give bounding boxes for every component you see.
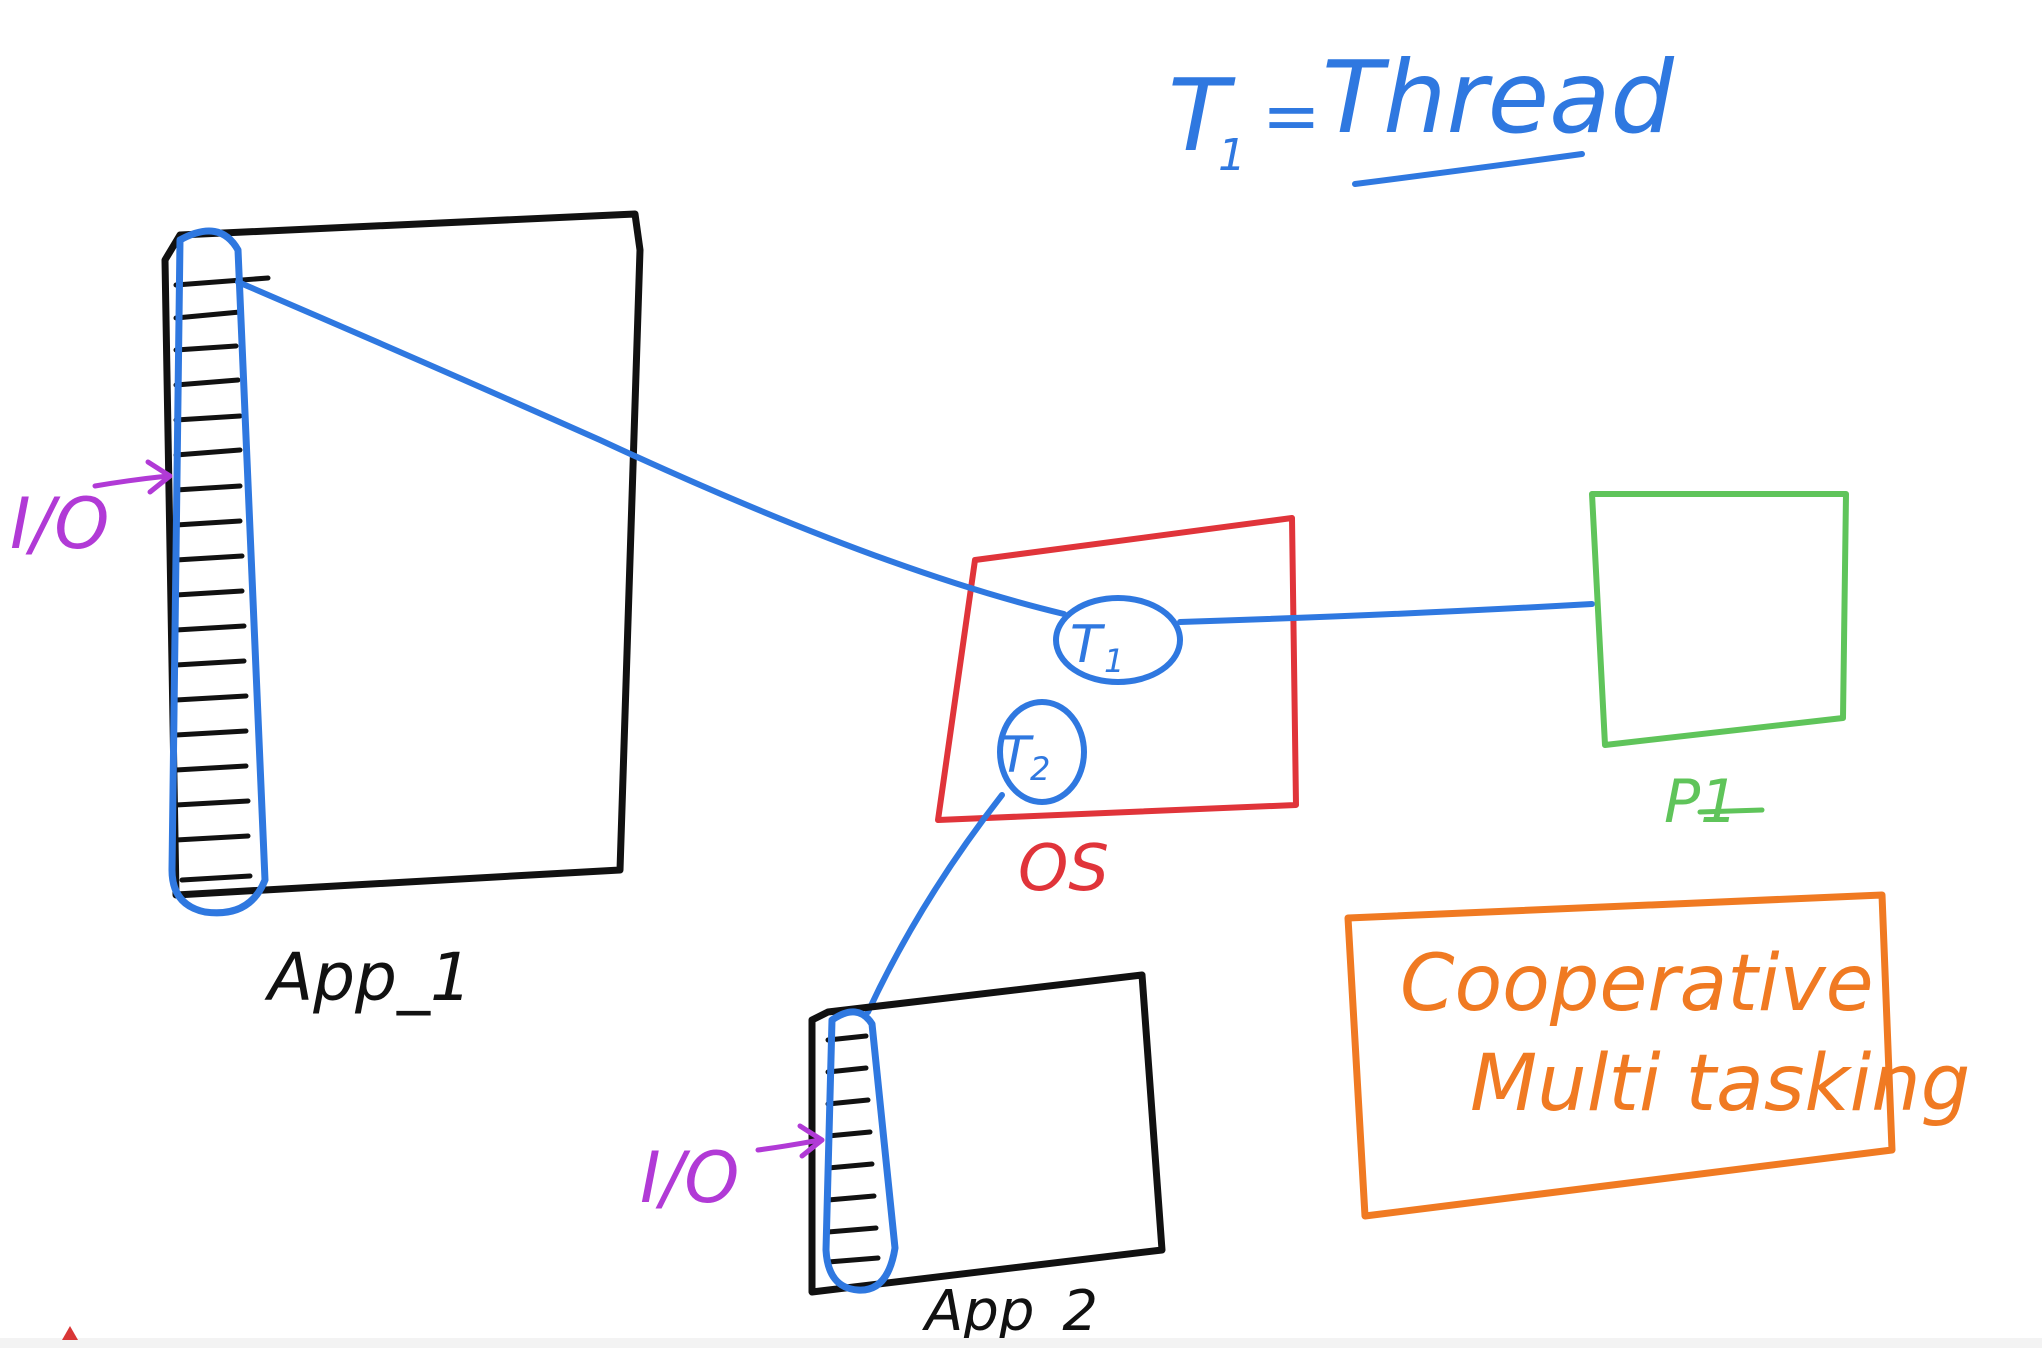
app2-label: App_2 bbox=[922, 1279, 1098, 1344]
p1-group: P1 bbox=[1589, 491, 1849, 837]
note-line1: Cooperative bbox=[1400, 939, 1874, 1029]
io-bottom-arrow-shaft bbox=[755, 1137, 823, 1153]
io-left-label: I/O bbox=[10, 483, 109, 565]
io-bottom-label: I/O bbox=[640, 1137, 739, 1219]
app2-stack bbox=[825, 1033, 881, 1265]
thread2-label: T bbox=[1000, 726, 1034, 784]
legend: T 1 = Thread bbox=[1168, 39, 1674, 187]
io-left: I/O bbox=[10, 459, 173, 565]
thread1-circle bbox=[1053, 595, 1183, 685]
thread1-subscript: 1 bbox=[1104, 642, 1124, 680]
legend-symbol: T bbox=[1168, 57, 1236, 174]
thread1-to-p1-line bbox=[1177, 601, 1595, 625]
io-bottom-arrow-head bbox=[797, 1123, 825, 1159]
app2-group: App_2 bbox=[808, 971, 1166, 1344]
p1-label: P1 bbox=[1664, 767, 1738, 837]
os-label: OS bbox=[1018, 832, 1109, 906]
app2-box bbox=[808, 971, 1166, 1296]
io-bottom: I/O bbox=[640, 1123, 825, 1219]
note-line2: Multi tasking bbox=[1470, 1039, 1970, 1129]
p1-box bbox=[1589, 491, 1849, 748]
io-left-arrow-head bbox=[145, 459, 173, 495]
io-left-arrow-shaft bbox=[92, 473, 171, 489]
app1-box bbox=[161, 210, 644, 899]
note-group: Cooperative Multi tasking bbox=[1344, 891, 1970, 1220]
thread2-subscript: 2 bbox=[1030, 750, 1050, 788]
legend-word: Thread bbox=[1322, 39, 1674, 156]
os-group: OS T 1 T 2 bbox=[935, 515, 1299, 906]
os-box bbox=[935, 515, 1299, 823]
note-box bbox=[1344, 891, 1896, 1220]
app1-thread-highlight bbox=[168, 227, 269, 917]
thread1-label: T bbox=[1070, 615, 1106, 675]
app1-label: App_1 bbox=[264, 939, 472, 1016]
legend-equals: = bbox=[1262, 75, 1321, 157]
thread2-circle bbox=[997, 699, 1087, 805]
thread2-to-app2-line bbox=[865, 792, 1005, 1015]
app1-stack bbox=[173, 275, 271, 883]
legend-underline bbox=[1352, 151, 1585, 187]
app1-group: App_1 bbox=[161, 210, 644, 1016]
bottom-bar bbox=[0, 1338, 2042, 1348]
p1-underline bbox=[1697, 807, 1765, 815]
legend-subscript: 1 bbox=[1218, 130, 1246, 181]
app1-to-thread1-line bbox=[235, 279, 1067, 617]
app2-thread-highlight bbox=[822, 1008, 899, 1294]
corner-marker-icon bbox=[62, 1326, 78, 1340]
